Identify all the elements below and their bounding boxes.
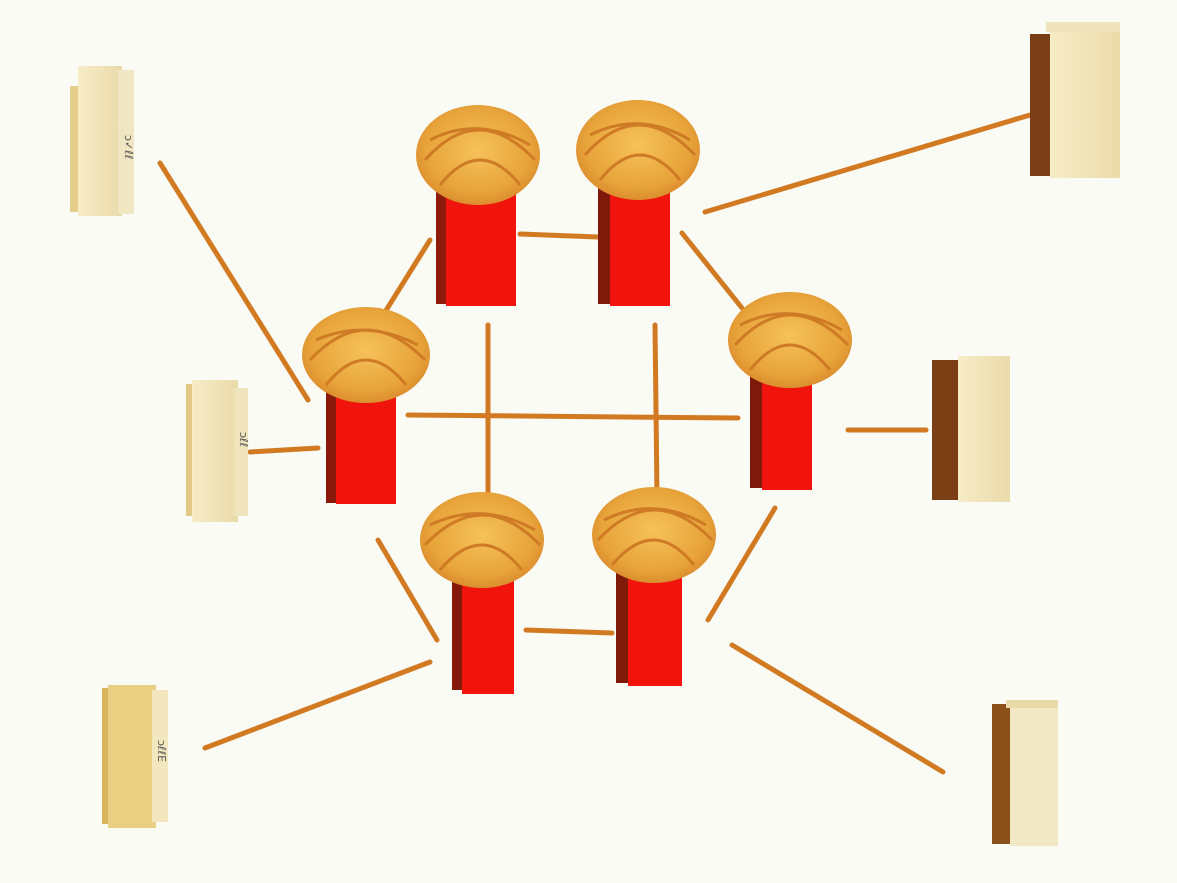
yarn-ball bbox=[302, 307, 430, 403]
red-block-bottom-left bbox=[420, 492, 544, 694]
yarn-ball bbox=[416, 105, 540, 205]
red-block-top-right bbox=[576, 100, 700, 306]
connector-lines bbox=[157, 112, 1033, 775]
yarn-ball bbox=[728, 292, 852, 388]
red-block-mid-right bbox=[728, 292, 852, 490]
wooden-block-top-left: ᴐ✓ℓℓ bbox=[70, 66, 135, 216]
wooden-block-bottom-right bbox=[992, 700, 1058, 846]
red-block-top-left bbox=[416, 105, 540, 306]
yarn-ball bbox=[592, 487, 716, 583]
wooden-block-mid-right bbox=[932, 356, 1010, 502]
red-block-bottom-right bbox=[592, 487, 716, 686]
red-block-mid-left bbox=[302, 307, 430, 504]
wooden-block-top-right bbox=[1030, 22, 1120, 178]
wood-marking: ᴐ✓ℓℓ bbox=[122, 135, 135, 159]
yarn-ball bbox=[576, 100, 700, 200]
wooden-block-bottom-left: ᴐℓℓE bbox=[102, 685, 168, 828]
wood-marking: ᴐℓℓE bbox=[155, 740, 168, 762]
wood-marking: ᴐℓℓ bbox=[237, 432, 250, 447]
yarn-ball bbox=[420, 492, 544, 588]
wooden-block-mid-left: ᴐℓℓ bbox=[186, 380, 250, 522]
